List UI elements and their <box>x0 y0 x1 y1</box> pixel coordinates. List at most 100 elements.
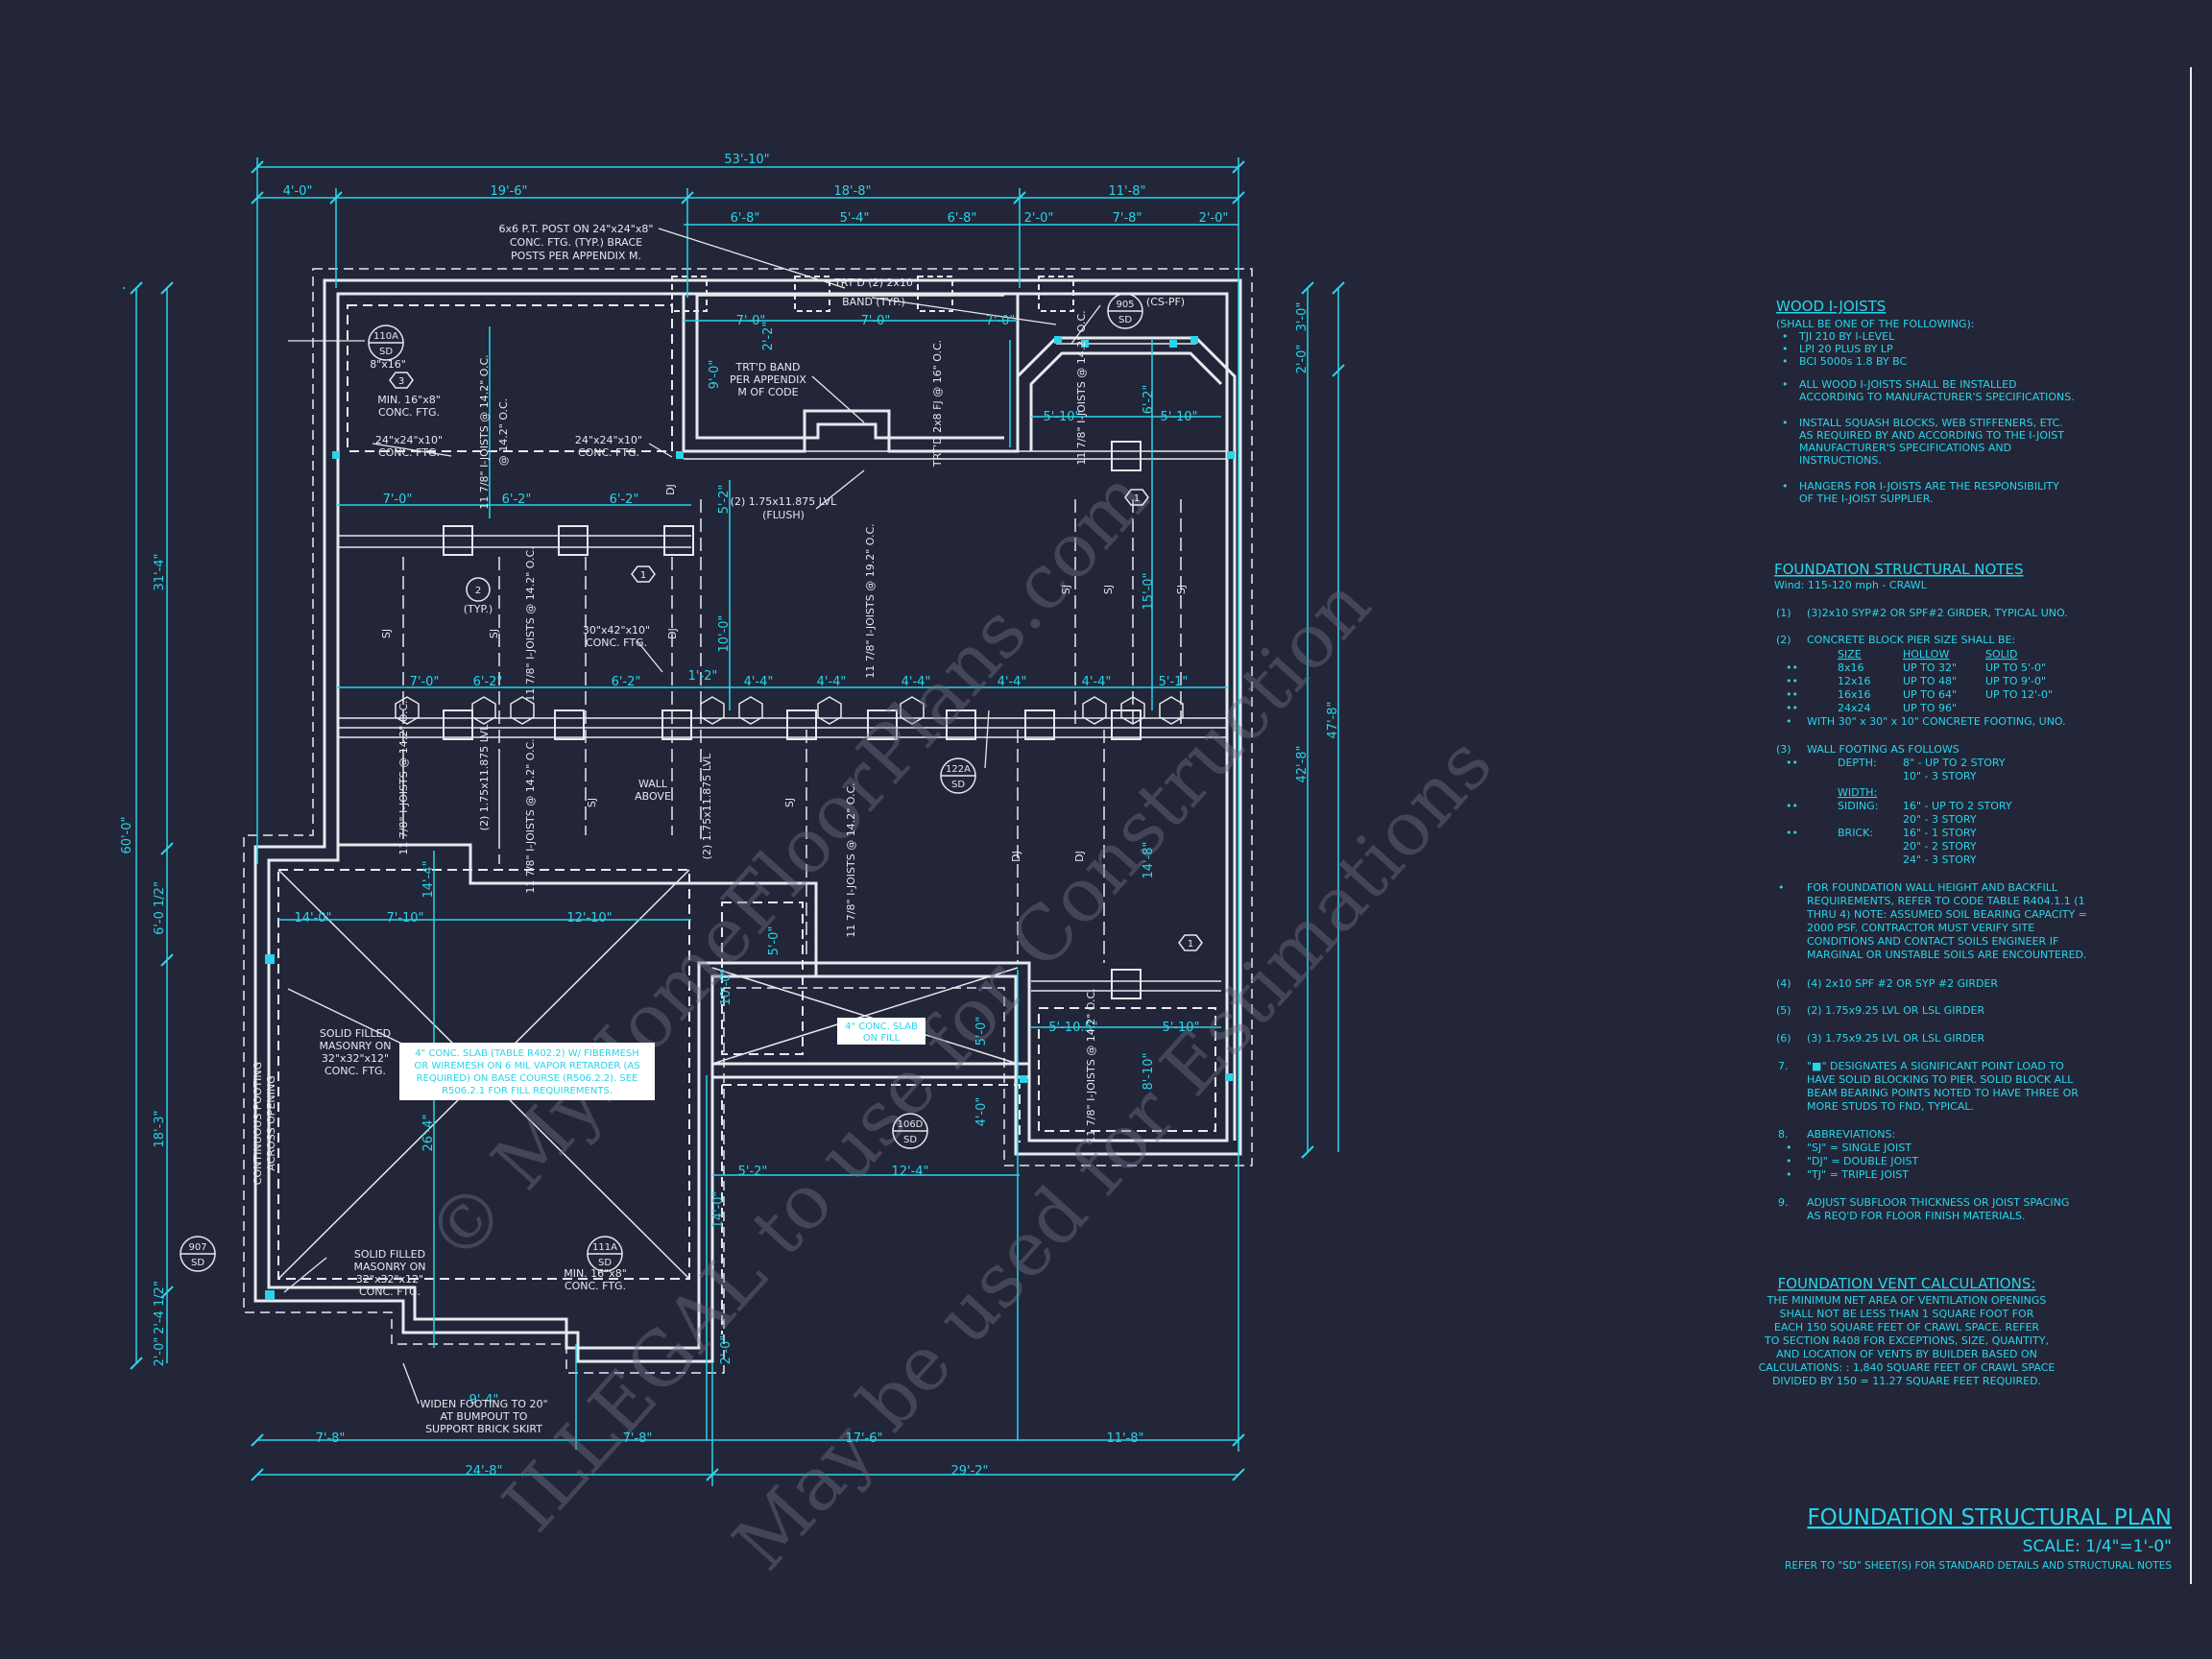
dim-interior: 7'-0" <box>410 675 440 689</box>
ijoist-text: ACCORDING TO MANUFACTURER'S SPECIFICATIO… <box>1799 391 2075 403</box>
callout-sj: SJ <box>1102 585 1115 594</box>
ijoist-text: INSTRUCTIONS. <box>1799 454 1882 467</box>
callout-widen-l3: SUPPORT BRICK SKIRT <box>425 1423 542 1435</box>
ijoist-bullet: • <box>1782 417 1789 429</box>
dim-interior: 12'-4" <box>891 1165 928 1179</box>
small-slab-diagonal-2 <box>711 967 1019 1065</box>
callout-dj: DJ <box>666 628 679 639</box>
callout-wall-above-l1: WALL <box>638 778 668 790</box>
callout-post-l3: POSTS PER APPENDIX M. <box>511 250 641 262</box>
pier-cell: UP TO 96" <box>1903 702 1957 714</box>
slab-note-small-box <box>837 1018 926 1045</box>
detail-106d-sheet: SD <box>903 1135 917 1145</box>
foundation-plan <box>123 157 1345 1486</box>
key-mark-1a-hex <box>631 565 656 583</box>
girder-lines <box>338 295 1227 992</box>
ijoist-option: TJI 210 BY I-LEVEL <box>1798 330 1895 343</box>
callout-ftg24-right-l1: 24"x24"x10" <box>575 434 642 446</box>
brick-val: 20" - 2 STORY <box>1903 840 1977 853</box>
callout-appendix-l3: M OF CODE <box>737 386 798 398</box>
dim-right-seg: 47'-8" <box>1326 701 1340 738</box>
joist-lines-dashed <box>402 499 1182 963</box>
note-num: (5) <box>1776 1004 1791 1017</box>
detail-tag-122a <box>940 757 976 794</box>
abbr-line: "TJ" = TRIPLE JOIST <box>1807 1168 1909 1181</box>
backfill-line: FOR FOUNDATION WALL HEIGHT AND BACKFILL <box>1807 881 2058 894</box>
dim-top-sub: 6'-8" <box>731 211 760 226</box>
callout-joist-lower2: 11 7/8" I-JOISTS @ 14.2" O.C. <box>524 738 537 893</box>
dim-right-seg: 42'-8" <box>1295 745 1310 782</box>
dim-interior: 2'-0" <box>719 1335 733 1365</box>
callout-widen-l1: WIDEN FOOTING TO 20" <box>420 1398 547 1410</box>
dim-bottom-seg: 7'-8" <box>316 1431 346 1446</box>
slab-note-main-l2: OR WIREMESH ON 6 MIL VAPOR RETARDER (AS <box>414 1061 639 1071</box>
brick-val: 24" - 3 STORY <box>1903 854 1977 866</box>
dim-top-sub: 2'-0" <box>1199 211 1229 226</box>
note-8: ABBREVIATIONS: <box>1807 1128 1895 1141</box>
dim-interior: 8'-10" <box>1142 1052 1156 1090</box>
abbr-line: "DJ" = DOUBLE JOIST <box>1807 1155 1918 1167</box>
siding-val: 20" - 3 STORY <box>1903 813 1977 826</box>
callout-joist-bay: 11 7/8" I-JOISTS @ 14.2" O.C. <box>1075 310 1088 465</box>
detail-110a-sheet: SD <box>379 347 393 357</box>
notes-foundation: FOUNDATION STRUCTURAL NOTES Wind: 115-12… <box>1774 561 2087 1222</box>
room-top-left-inner <box>347 304 673 452</box>
callout-sj: SJ <box>586 798 598 807</box>
dim-interior: 14'-0" <box>294 911 331 926</box>
bay-bumpout-inner <box>1029 351 1223 451</box>
pier-bullet: •• <box>1786 661 1798 674</box>
callout-masonry1-l2: MASONRY ON <box>320 1040 392 1052</box>
key-mark-2-circle <box>466 577 491 602</box>
callout-joist-lower4: 11 7/8" I-JOISTS @ 14.2" O.C. <box>1085 988 1097 1142</box>
pier-cell: 16x16 <box>1838 688 1871 701</box>
backfill-bullet: • <box>1778 881 1785 894</box>
plan-callouts: 6x6 P.T. POST ON 24"x24"x8" CONC. FTG. (… <box>252 223 1188 1435</box>
callout-ftg30-l1: 30"x42"x10" <box>583 624 650 637</box>
dim-interior: 5'-2" <box>738 1165 768 1179</box>
slab-note-small: 4" CONC. SLAB ON FILL <box>837 1018 926 1045</box>
pier-bullet: •• <box>1786 688 1798 701</box>
callout-joist-19: 11 7/8" I-JOISTS @ 19.2" O.C. <box>864 523 877 678</box>
bay-bumpout-wall <box>1016 336 1237 1141</box>
slab-note-main-box <box>399 1043 655 1100</box>
detail-tag-905 <box>1107 293 1143 329</box>
dim-interior: 7'-10" <box>386 911 423 926</box>
dim-interior: 15'-0" <box>1142 572 1156 610</box>
dim-bottom-seg: 7'-8" <box>623 1431 653 1446</box>
key-mark-1a: 1 <box>640 570 646 581</box>
dim-bottom-overall: 29'-2" <box>950 1464 988 1479</box>
dim-interior: 4'-4" <box>1082 675 1112 689</box>
dim-interior: 6'-2" <box>1142 385 1156 415</box>
depth-label: DEPTH: <box>1838 757 1877 769</box>
point-load-marks <box>265 336 1235 1300</box>
dim-overall-top: 53'-10" <box>724 153 769 167</box>
dim-interior: 6'-2" <box>502 493 532 507</box>
dim-left-seg: 31'-4" <box>153 553 167 590</box>
dim-interior: 4'-4" <box>998 675 1027 689</box>
dim-top-sub: 7'-8" <box>1113 211 1142 226</box>
ijoist-bullet: • <box>1782 330 1789 343</box>
callout-appendix-l2: PER APPENDIX <box>730 373 806 386</box>
callout-dj: DJ <box>1073 851 1086 862</box>
dim-left-seg: 2'-4 1/2" <box>153 1281 167 1334</box>
note-4: (4) 2x10 SPF #2 OR SYP #2 GIRDER <box>1807 977 1998 990</box>
note-num: 8. <box>1778 1128 1789 1141</box>
hex-markers <box>395 696 1184 725</box>
dim-interior: 5'-0" <box>974 1017 989 1046</box>
note-7-line: HAVE SOLID BLOCKING TO PIER. SOLID BLOCK… <box>1807 1073 2074 1086</box>
ijoist-text: ALL WOOD I-JOISTS SHALL BE INSTALLED <box>1799 378 2017 391</box>
note-9-line: AS REQ'D FOR FLOOR FINISH MATERIALS. <box>1807 1210 2026 1222</box>
dim-interior: 4'-4" <box>902 675 931 689</box>
callout-dj: DJ <box>664 484 677 495</box>
vent-line: AND LOCATION OF VENTS BY BUILDER BASED O… <box>1776 1348 2037 1360</box>
callout-min16b-l1: MIN. 16"x8" <box>564 1267 627 1280</box>
callout-sj: SJ <box>783 798 796 807</box>
pier-cell: UP TO 5'-0" <box>1985 661 2046 674</box>
callout-pier-size: 8"x16" <box>370 358 406 371</box>
pier-header: HOLLOW <box>1903 648 1949 661</box>
pier-note: WITH 30" x 30" x 10" CONCRETE FOOTING, U… <box>1807 715 2066 728</box>
callout-min16-l1: MIN. 16"x8" <box>377 394 441 406</box>
ijoist-intro: (SHALL BE ONE OF THE FOLLOWING): <box>1776 318 1974 330</box>
key-mark-1b: 1 <box>1134 493 1140 504</box>
vent-title: FOUNDATION VENT CALCULATIONS: <box>1778 1275 2036 1292</box>
